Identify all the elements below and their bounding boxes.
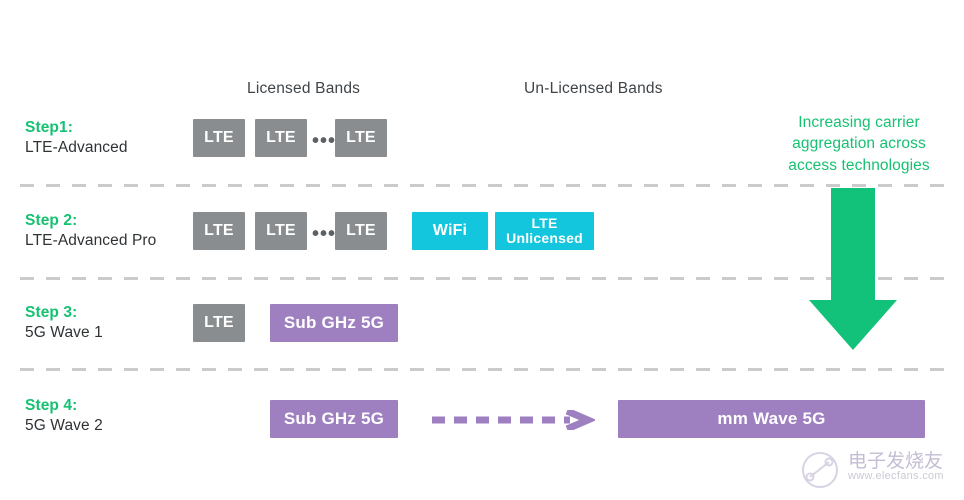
column-header-licensed-bands: Licensed Bands: [247, 80, 361, 97]
band-box-lte[interactable]: LTE: [193, 304, 245, 342]
ellipsis-indicator: •••: [312, 223, 337, 245]
band-box-lte[interactable]: LTE: [193, 119, 245, 157]
watermark: 电子发烧友 www.elecfans.com: [800, 448, 952, 492]
band-box-sub-ghz-5g[interactable]: Sub GHz 5G: [270, 400, 398, 438]
band-box-lte[interactable]: LTE: [335, 119, 387, 157]
band-box-lte[interactable]: LTE: [255, 212, 307, 250]
row-label-step-1: Step1: LTE-Advanced: [25, 118, 128, 158]
watermark-chinese-text: 电子发烧友: [848, 450, 944, 472]
band-box-lte[interactable]: LTE: [193, 212, 245, 250]
callout-line-2: aggregation across: [792, 135, 926, 153]
band-box-lte[interactable]: LTE: [255, 119, 307, 157]
row-label-step-2: Step 2: LTE-Advanced Pro: [25, 211, 156, 251]
band-box-lte-unlicensed-line1: LTE: [531, 214, 558, 231]
band-box-lte-unlicensed-line2: Unlicensed: [506, 230, 583, 246]
row-separator: [20, 368, 946, 371]
band-box-mm-wave-5g[interactable]: mm Wave 5G: [618, 400, 925, 438]
step-name-3: 5G Wave 1: [25, 323, 103, 341]
watermark-logo-icon: [802, 452, 838, 488]
band-box-sub-ghz-5g[interactable]: Sub GHz 5G: [270, 304, 398, 342]
callout-line-3: access technologies: [788, 156, 930, 174]
band-box-wifi[interactable]: WiFi: [412, 212, 488, 250]
band-box-lte-unlicensed[interactable]: LTE Unlicensed: [495, 212, 594, 250]
transition-arrow-icon: [432, 410, 595, 430]
step-name-4: 5G Wave 2: [25, 416, 103, 434]
band-box-lte[interactable]: LTE: [335, 212, 387, 250]
step-number-3: Step 3:: [25, 304, 78, 321]
step-number-1: Step1:: [25, 119, 73, 136]
step-number-2: Step 2:: [25, 212, 78, 229]
row-label-step-3: Step 3: 5G Wave 1: [25, 303, 103, 343]
callout-text: Increasing carrier aggregation across ac…: [766, 112, 952, 176]
down-arrow-icon: [809, 188, 897, 350]
step-number-4: Step 4:: [25, 397, 78, 414]
step-name-1: LTE-Advanced: [25, 138, 128, 156]
row-label-step-4: Step 4: 5G Wave 2: [25, 396, 103, 436]
watermark-url: www.elecfans.com: [848, 470, 944, 482]
row-separator: [20, 277, 946, 280]
callout-line-1: Increasing carrier: [798, 114, 920, 131]
step-name-2: LTE-Advanced Pro: [25, 231, 157, 249]
ellipsis-indicator: •••: [312, 130, 337, 152]
column-header-unlicensed-bands: Un-Licensed Bands: [524, 80, 663, 97]
row-separator: [20, 184, 946, 187]
